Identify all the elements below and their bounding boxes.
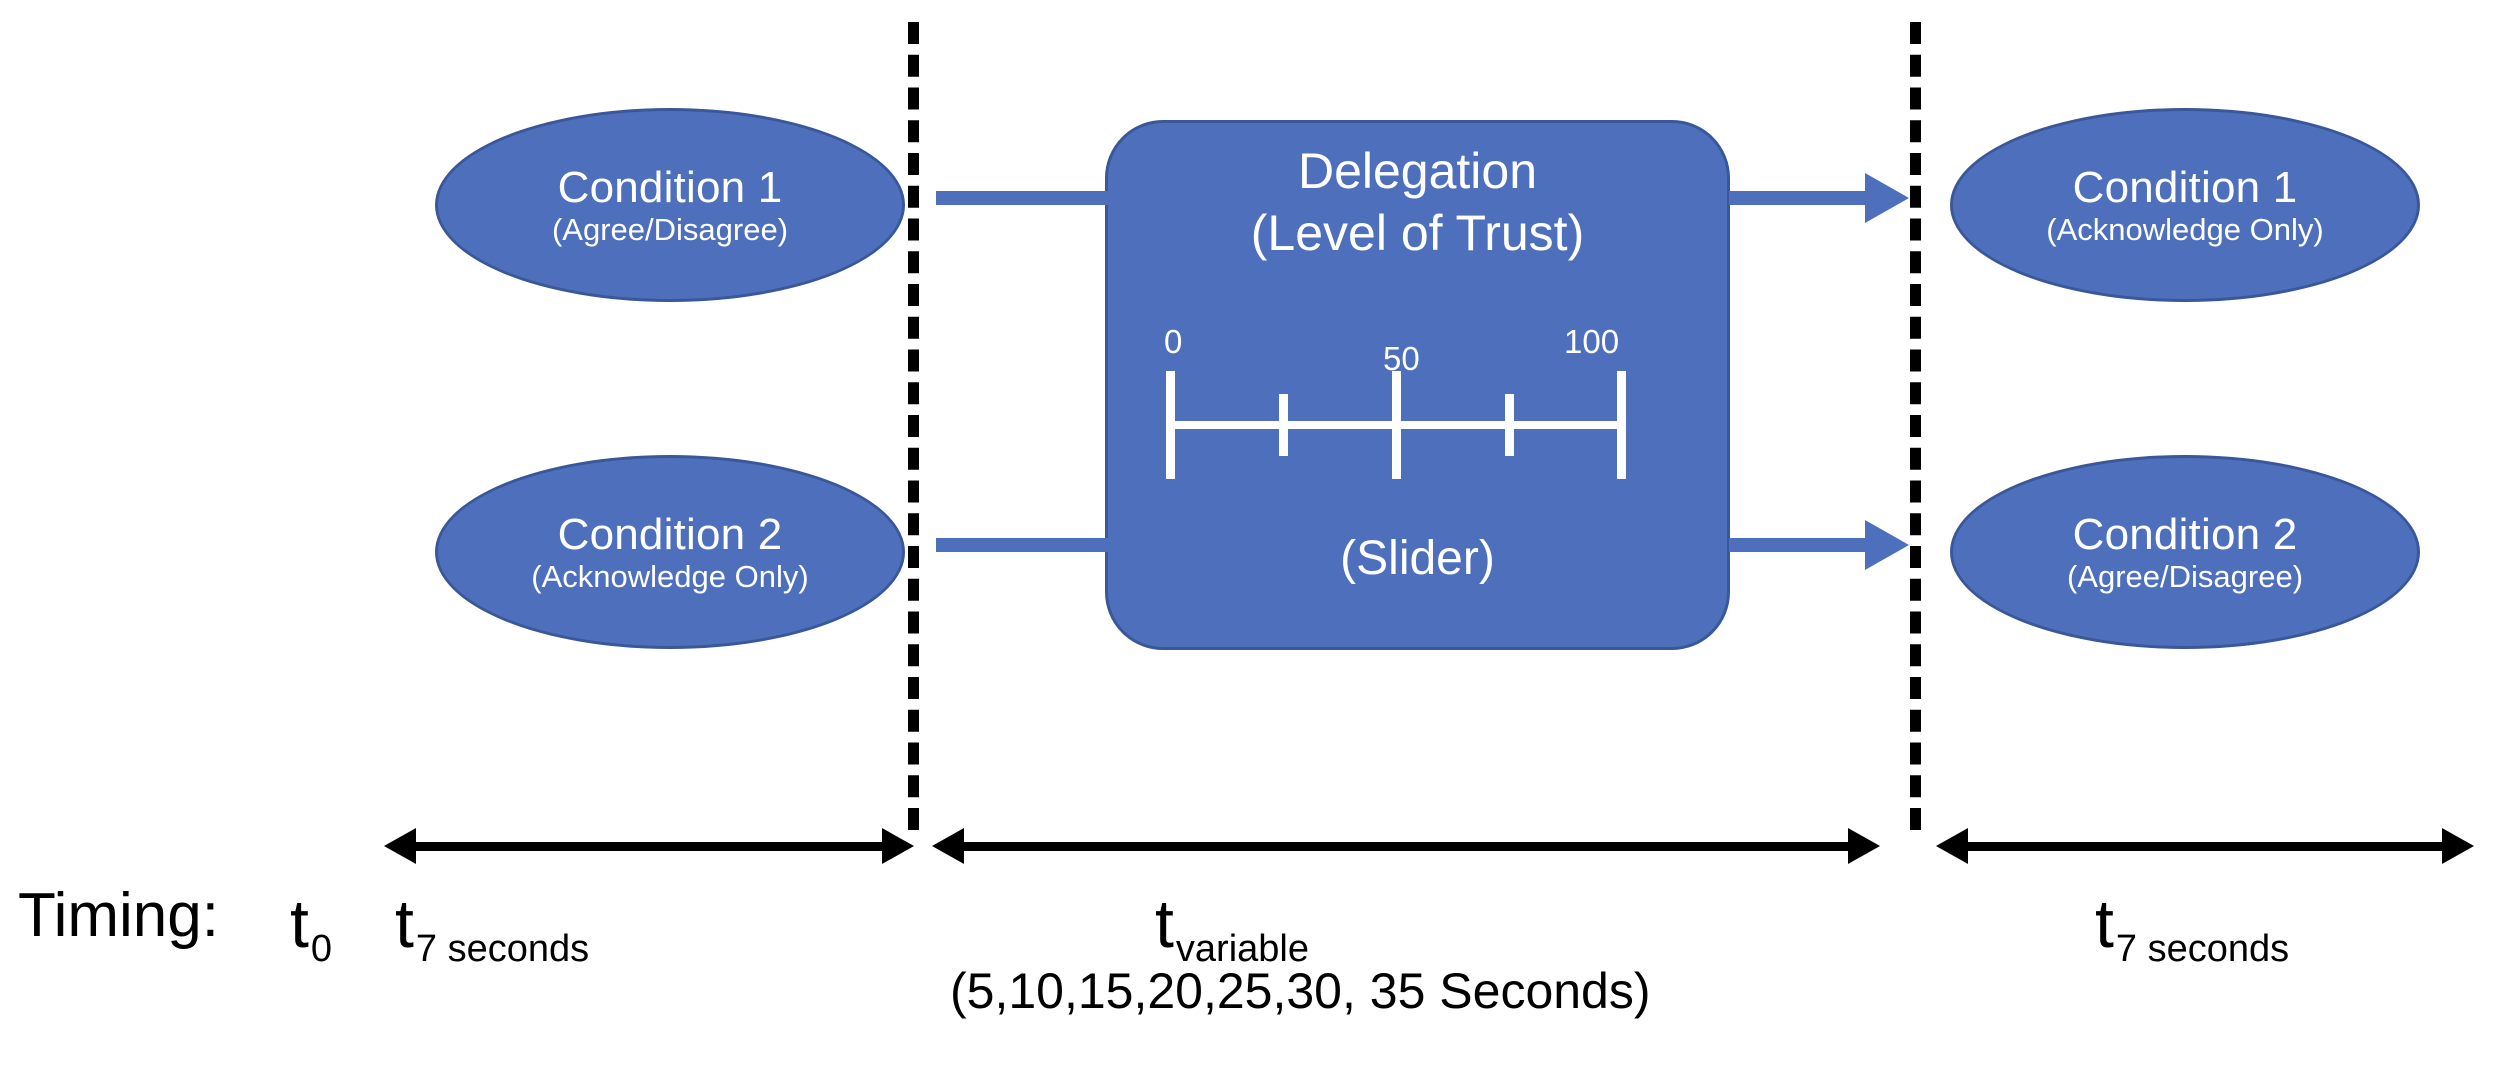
- arrow-left-icon: [384, 828, 416, 864]
- slider-track[interactable]: [1166, 371, 1626, 479]
- timing-variable-values: (5,10,15,20,25,30, 35 Seconds): [950, 963, 1651, 1019]
- node-right-condition-2-subtitle: (Agree/Disagree): [2066, 559, 2304, 595]
- arrow-right-icon: [1865, 520, 1909, 570]
- timing-span-arrow-1: [384, 828, 914, 864]
- slider-tick-0: [1166, 371, 1175, 479]
- node-right-condition-1: Condition 1 (Acknowledge Only): [1950, 108, 2420, 302]
- node-right-condition-1-subtitle: (Acknowledge Only): [2046, 212, 2324, 248]
- arrow-right-icon: [1865, 173, 1909, 223]
- slider-label-min: 0: [1164, 323, 1183, 360]
- timing-marker-t7-second-symbol: t: [2095, 886, 2114, 962]
- trust-slider[interactable]: 0 50 100: [1164, 323, 1674, 523]
- timing-marker-t-variable-symbol: t: [1155, 886, 1174, 962]
- node-left-condition-1-title: Condition 1: [557, 162, 783, 212]
- timing-span-arrow-2: [932, 828, 1880, 864]
- slider-scale-labels: 0 50 100: [1164, 323, 1674, 383]
- timing-marker-t0: t0: [290, 885, 332, 970]
- arrow-right-icon: [2442, 828, 2474, 864]
- slider-tick-25: [1279, 394, 1288, 456]
- phase-divider-left: [908, 22, 919, 830]
- node-right-condition-1-title: Condition 1: [2072, 162, 2298, 212]
- arrow-left-icon: [1936, 828, 1968, 864]
- node-left-condition-2-title: Condition 2: [557, 509, 783, 559]
- timing-marker-t7-second: t7 seconds: [2095, 885, 2289, 970]
- slider-label-max: 100: [1564, 323, 1620, 360]
- connector-left-condition-1: [936, 191, 1108, 205]
- node-left-condition-1-subtitle: (Agree/Disagree): [551, 212, 789, 248]
- node-right-condition-2-title: Condition 2: [2072, 509, 2298, 559]
- arrow-right-icon: [882, 828, 914, 864]
- timing-marker-t-variable-subscript: variable: [1175, 928, 1309, 970]
- slider-caption: (Slider): [1340, 532, 1495, 585]
- arrow-right-icon: [1848, 828, 1880, 864]
- arrow-left-icon: [932, 828, 964, 864]
- timing-marker-t7-first: t7 seconds: [395, 885, 589, 970]
- node-delegation-box: Delegation (Level of Trust) 0 50 100 (Sl…: [1105, 120, 1730, 650]
- slider-label-mid: 50: [1383, 340, 1420, 377]
- timing-row-label: Timing:: [18, 881, 219, 950]
- slider-tick-75: [1505, 394, 1514, 456]
- node-left-condition-2: Condition 2 (Acknowledge Only): [435, 455, 905, 649]
- connector-right-condition-1: [1729, 173, 1909, 223]
- node-left-condition-1: Condition 1 (Agree/Disagree): [435, 108, 905, 302]
- node-left-condition-2-subtitle: (Acknowledge Only): [531, 559, 809, 595]
- connector-left-condition-2: [936, 538, 1108, 552]
- timing-marker-t0-symbol: t: [290, 886, 309, 962]
- slider-tick-100: [1617, 371, 1626, 479]
- phase-divider-right: [1910, 22, 1921, 830]
- timing-marker-t-variable: tvariable: [1155, 885, 1309, 970]
- timing-span-arrow-3: [1936, 828, 2474, 864]
- connector-right-condition-2: [1729, 520, 1909, 570]
- slider-tick-50: [1392, 371, 1401, 479]
- timing-marker-t0-subscript: 0: [310, 928, 333, 970]
- delegation-subtitle: (Level of Trust): [1250, 205, 1585, 261]
- node-right-condition-2: Condition 2 (Agree/Disagree): [1950, 455, 2420, 649]
- delegation-title: Delegation: [1297, 143, 1538, 199]
- timing-marker-t7-second-subscript: 7 seconds: [2115, 928, 2290, 970]
- timing-marker-t7-first-subscript: 7 seconds: [415, 928, 590, 970]
- timing-marker-t7-first-symbol: t: [395, 886, 414, 962]
